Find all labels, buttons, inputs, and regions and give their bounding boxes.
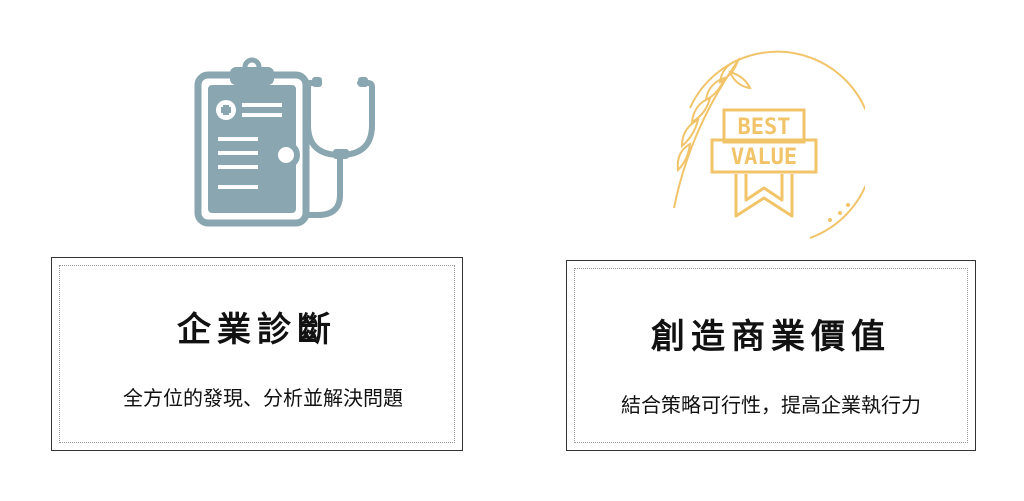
clipboard-stethoscope-icon — [194, 57, 375, 227]
service-card-diagnosis: 企業診斷 全方位的發現、分析並解決問題 — [51, 257, 463, 451]
badge-line2: VALUE — [731, 145, 797, 170]
card-title: 企業診斷 — [177, 310, 337, 350]
badge-line1: BEST — [738, 115, 791, 140]
service-card-value: 創造商業價值 結合策略可行性，提高企業執行力 — [566, 260, 976, 451]
card-subtitle: 全方位的發現、分析並解決問題 — [123, 386, 403, 410]
card-inner-border — [59, 265, 455, 443]
card-title: 創造商業價值 — [651, 317, 891, 357]
card-inner-border — [574, 268, 968, 443]
card-subtitle: 結合策略可行性，提高企業執行力 — [621, 393, 921, 417]
best-value-badge-icon: BEST VALUE — [673, 50, 865, 239]
